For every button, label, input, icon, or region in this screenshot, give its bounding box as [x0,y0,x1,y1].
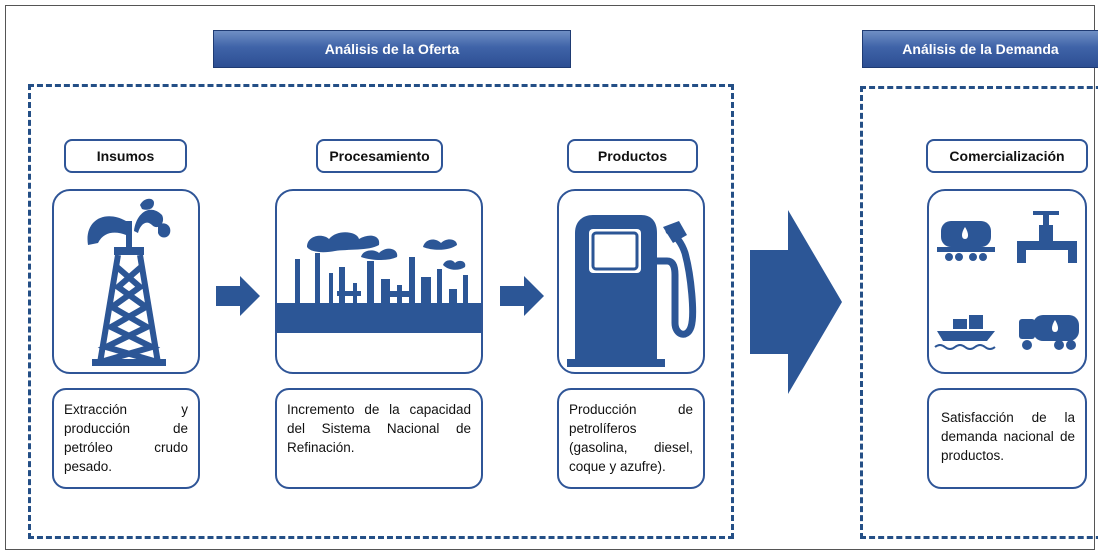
stage-description-comercializacion: Satisfacción de la demanda nacional de p… [927,388,1087,489]
flow-arrow-2 [500,276,544,316]
stage-label-procesamiento: Procesamiento [316,139,443,173]
stage-icon-box-productos [557,189,705,374]
demand-region [860,86,1098,539]
fuel-pump-icon [567,215,697,367]
stage-icon-box-comercializacion [927,189,1087,374]
refinery-icon [277,232,481,333]
stage-description-productos: Producción de petrolíferos (gasolina, di… [557,388,705,489]
oil-derrick-icon [87,198,171,366]
stage-description-insumos: Extracción y producción de petróleo crud… [52,388,200,489]
demand-title: Análisis de la Demanda [862,30,1098,68]
supply-title: Análisis de la Oferta [213,30,571,68]
stage-label-productos: Productos [567,139,698,173]
stage-label-comercializacion: Comercialización [926,139,1088,173]
stage-description-procesamiento: Incremento de la capacidad del Sistema N… [275,388,483,489]
transport-icon [934,211,1079,350]
stage-label-insumos: Insumos [64,139,187,173]
flow-arrow-1 [216,276,260,316]
supply-region [28,84,734,539]
stage-icon-box-insumos [52,189,200,374]
diagram-frame [5,5,1095,550]
supply-to-demand-arrow [750,210,842,394]
stage-icon-box-procesamiento [275,189,483,374]
